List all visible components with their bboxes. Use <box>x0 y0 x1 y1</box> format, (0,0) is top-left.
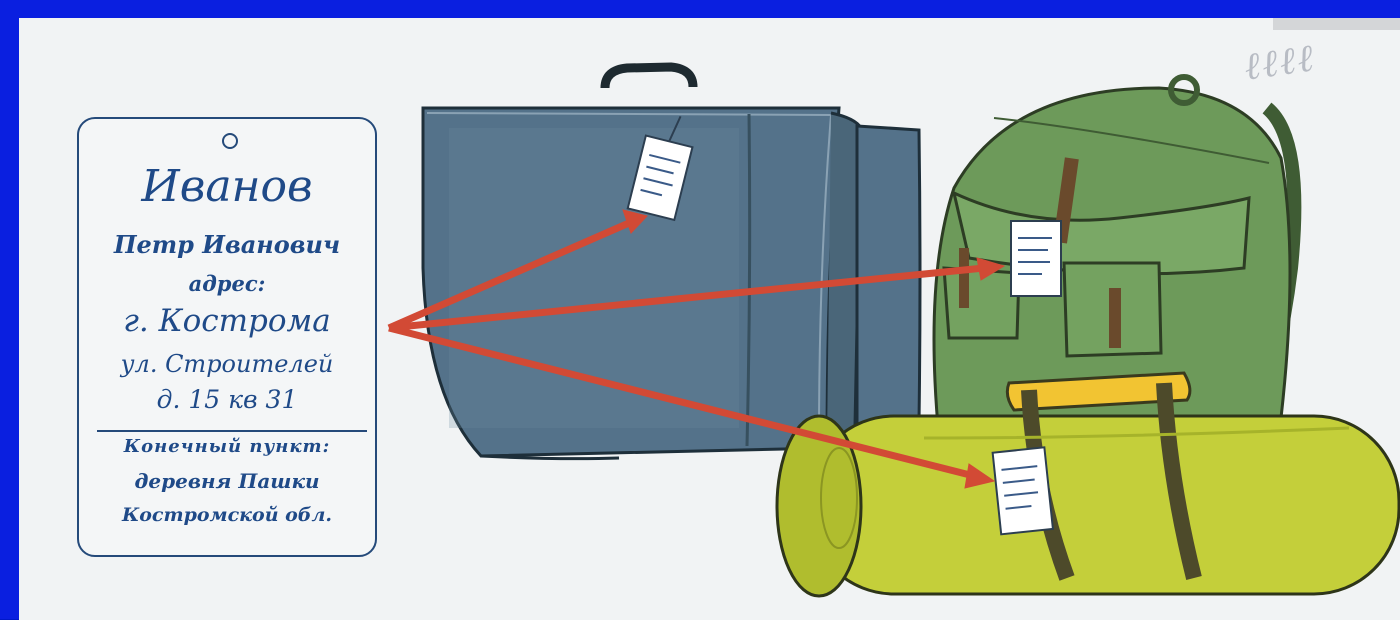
tag-house: д. 15 кв 31 <box>156 385 298 414</box>
tag-region: Костромской обл. <box>121 504 333 526</box>
luggage-illustration <box>387 62 1400 598</box>
address-tag: Иванов Петр Иванович адрес: г. Кострома … <box>77 117 377 557</box>
tag-divider <box>97 430 367 432</box>
backpack-icon <box>932 74 1302 440</box>
luggage-label-backpack <box>1010 220 1062 297</box>
luggage-label-bedroll <box>991 446 1055 536</box>
illustration-paper: ℓℓℓℓ <box>19 18 1400 620</box>
bedroll-icon <box>775 371 1400 598</box>
paper-corner <box>1273 18 1400 30</box>
tag-name: Петр Иванович <box>113 230 341 259</box>
tag-city: г. Кострома <box>123 303 331 339</box>
tag-address-label: адрес: <box>188 271 266 296</box>
luggage-label-suitcase <box>626 115 694 222</box>
tag-hole <box>222 133 238 149</box>
arrows <box>387 209 1006 489</box>
tag-final-destination-label: Конечный пункт: <box>123 436 331 457</box>
tag-village: деревня Пашки <box>134 469 320 493</box>
tag-surname: Иванов <box>141 161 313 212</box>
tag-street: ул. Строителей <box>120 350 334 378</box>
